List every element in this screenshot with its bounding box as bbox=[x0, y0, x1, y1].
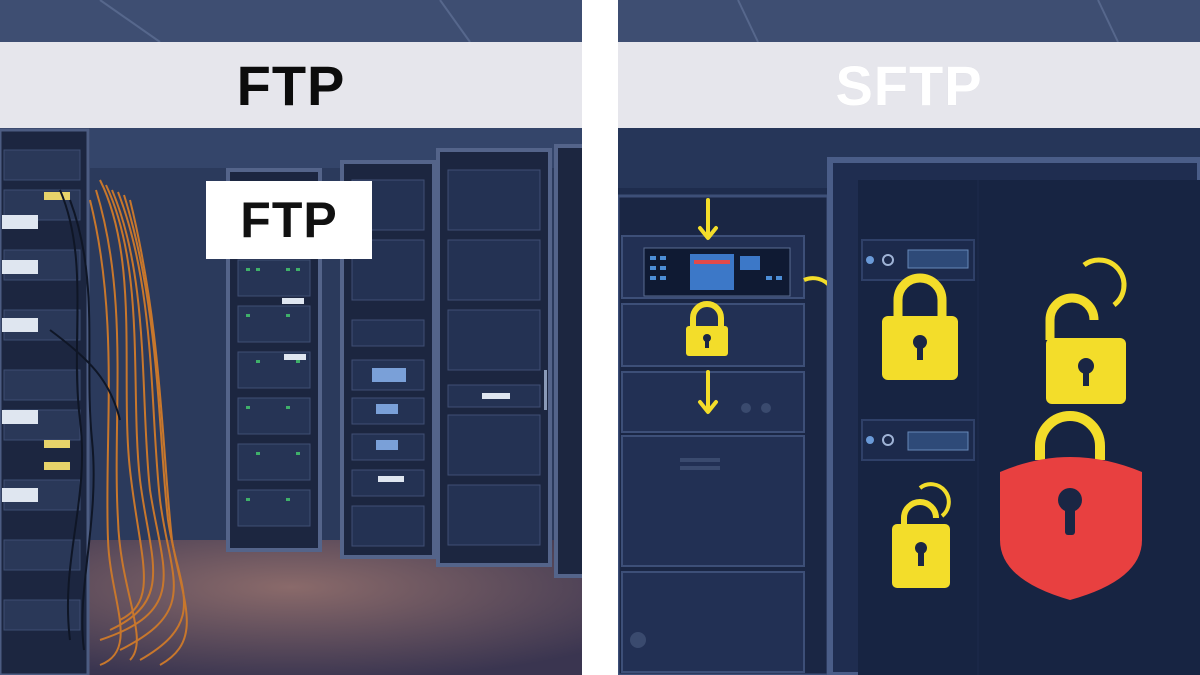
padlock-icon bbox=[882, 273, 958, 380]
down-arrow-icon bbox=[698, 198, 718, 240]
down-arrow-icon bbox=[698, 370, 718, 414]
shield-lock-icon bbox=[1000, 411, 1142, 600]
panel-divider bbox=[582, 0, 618, 675]
ftp-label-tag: FTP bbox=[206, 181, 372, 259]
padlock-icon bbox=[686, 301, 728, 356]
open-padlock-icon bbox=[892, 482, 951, 588]
sftp-banner-title: SFTP bbox=[618, 42, 1200, 128]
server-rack bbox=[340, 160, 436, 559]
ftp-banner-title: FTP bbox=[0, 42, 582, 128]
control-panel-display bbox=[643, 247, 791, 297]
open-padlock-icon bbox=[1045, 257, 1127, 404]
sftp-panel: SFTP bbox=[618, 0, 1200, 675]
ftp-panel: FTP FTP bbox=[0, 0, 582, 675]
sftp-secure-server-illustration bbox=[618, 0, 1200, 675]
ftp-server-room-illustration bbox=[0, 0, 582, 675]
server-rack bbox=[436, 148, 552, 567]
